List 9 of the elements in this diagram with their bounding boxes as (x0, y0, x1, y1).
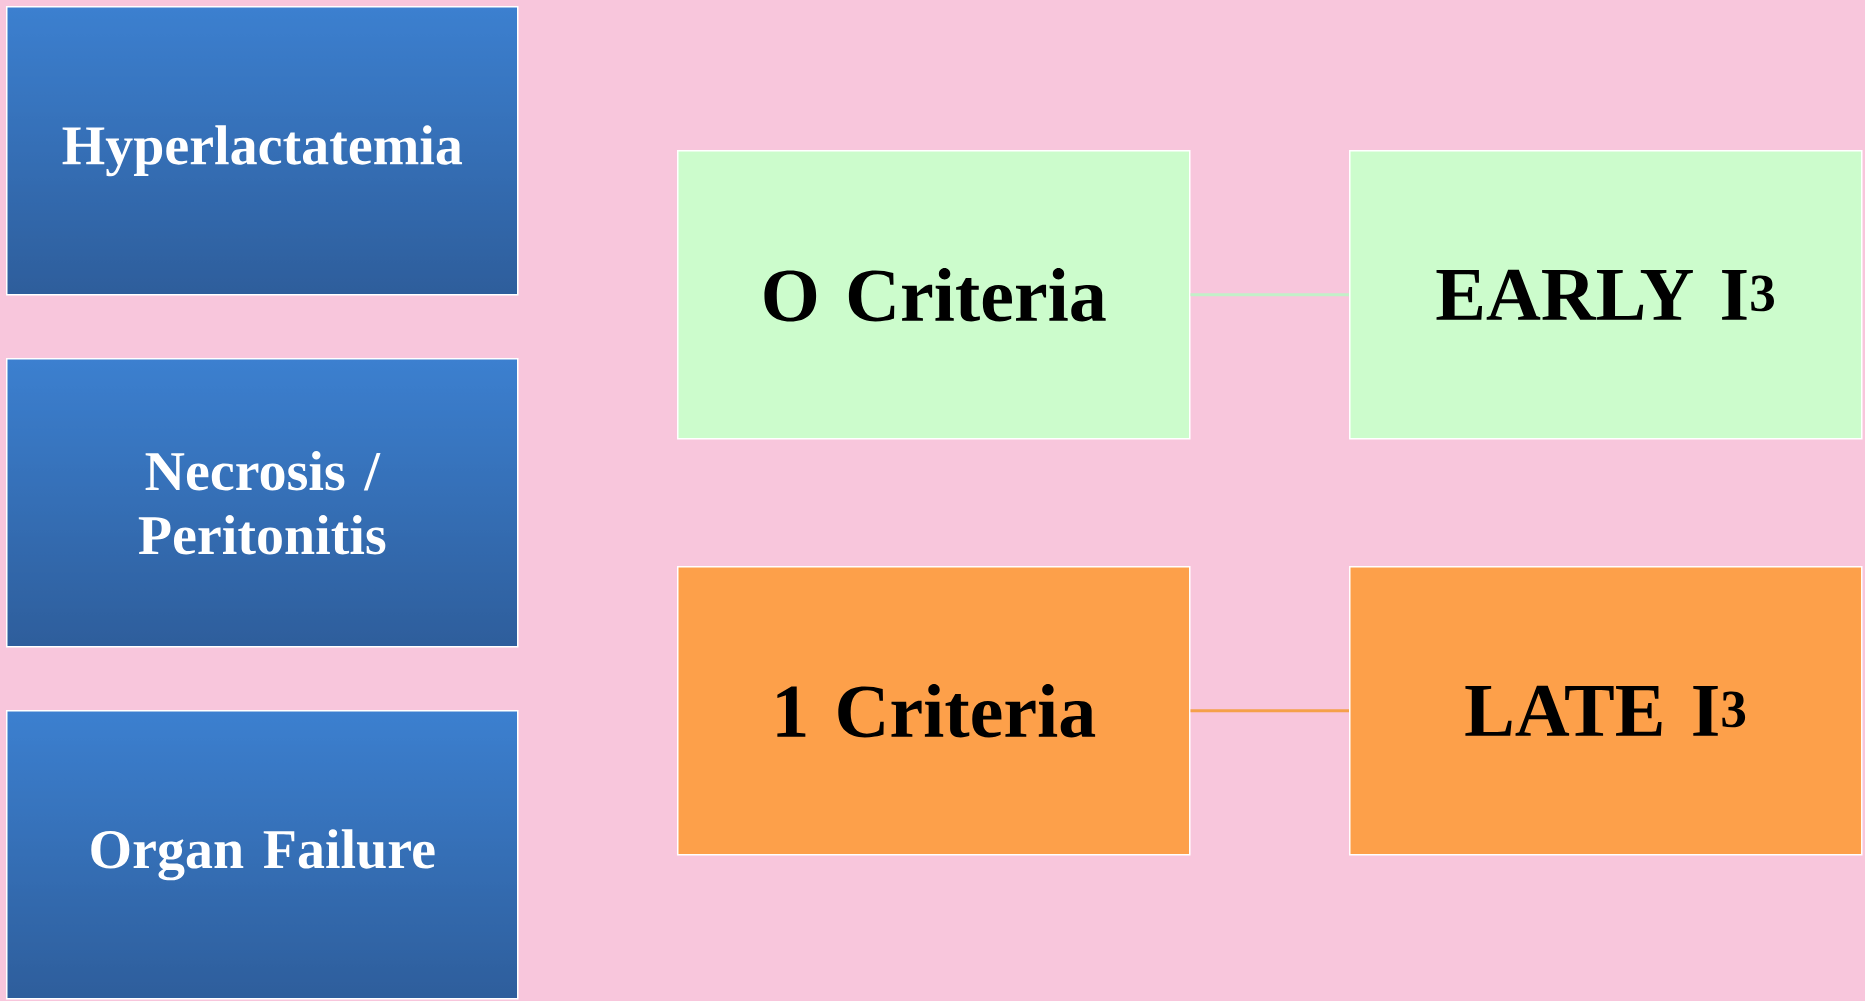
finding-box: Hyperlactatemia (6, 6, 519, 296)
connector-line (1190, 709, 1349, 713)
criteria-box: LATE I$^{3}$ (1349, 566, 1863, 856)
finding-box: Organ Failure (6, 710, 519, 1000)
criteria-box: 1 Criteria (677, 566, 1191, 856)
connector-line (1190, 293, 1349, 297)
criteria-box: O Criteria (677, 150, 1191, 440)
finding-box: Necrosis / Peritonitis (6, 358, 519, 648)
criteria-box: EARLY I$^{3}$ (1349, 150, 1863, 440)
